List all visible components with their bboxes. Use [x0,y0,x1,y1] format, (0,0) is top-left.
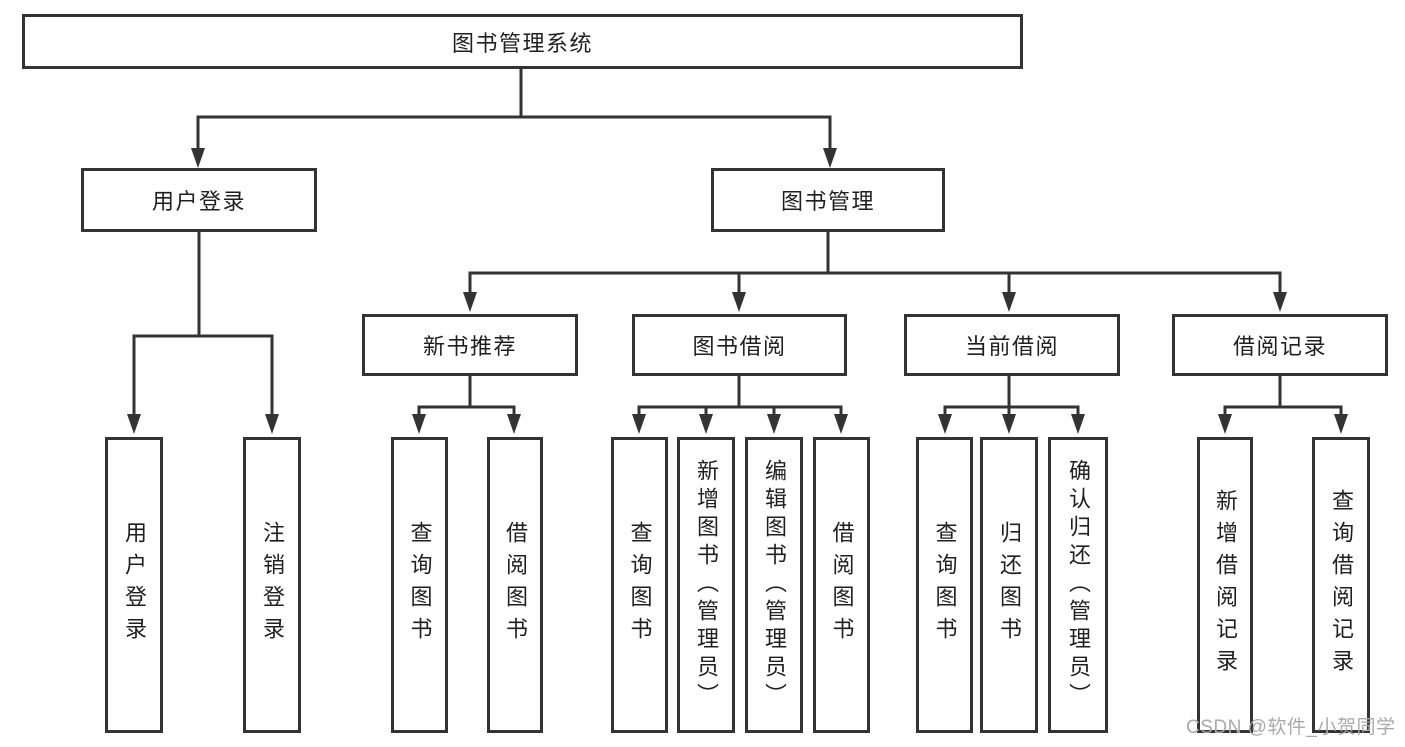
leaf-user-login: 用户登录 [105,437,163,733]
leaf-label: 新增图书（管理员） [694,459,719,711]
node-label: 图书管理 [780,189,875,214]
connector-book-borrow-children [637,374,843,409]
leaf-label: 查询图书 [407,521,433,649]
leaf-add-borrow-record: 新增借阅记录 [1197,437,1253,733]
connector-book-mgmt-sections [468,230,1282,275]
node-new-book-recommend: 新书推荐 [362,314,578,376]
connector-root-to-level2 [196,67,832,119]
leaf-label: 归还图书 [997,521,1022,649]
leaf-label: 用户登录 [122,521,147,649]
node-label: 当前借阅 [964,334,1059,359]
node-label: 用户登录 [151,189,246,214]
leaf-label: 编辑图书（管理员） [762,459,787,711]
leaf-borrow-books-1: 借阅图书 [487,437,543,733]
node-book-management: 图书管理 [711,168,945,232]
connector-new-book-children [417,374,516,409]
leaf-return-books: 归还图书 [980,437,1038,733]
node-label: 图书管理系统 [451,30,593,56]
leaf-label: 查询借阅记录 [1329,489,1354,681]
leaf-query-books-2: 查询图书 [611,437,668,733]
leaf-edit-books-admin: 编辑图书（管理员） [745,437,803,733]
leaf-label: 借阅图书 [503,521,528,649]
leaf-query-books-3: 查询图书 [916,437,973,733]
node-borrow-record: 借阅记录 [1172,314,1388,376]
connector-borrow-record-children [1223,374,1343,409]
node-label: 借阅记录 [1232,334,1327,359]
connector-current-borrow-children [943,374,1080,409]
node-label: 图书借阅 [692,334,787,359]
leaf-label: 查询图书 [932,521,958,649]
leaf-query-books-1: 查询图书 [391,437,448,733]
leaf-logout: 注销登录 [243,437,301,733]
leaf-confirm-return-admin: 确认归还（管理员） [1048,437,1108,733]
leaf-add-books-admin: 新增图书（管理员） [677,437,735,733]
leaf-label: 注销登录 [260,521,285,649]
node-library-system-root: 图书管理系统 [22,14,1023,69]
node-user-login: 用户登录 [81,168,317,232]
leaf-borrow-books-2: 借阅图书 [813,437,870,733]
leaf-label: 查询图书 [627,521,653,649]
leaf-label: 新增借阅记录 [1213,489,1238,681]
node-current-borrow: 当前借阅 [904,314,1120,376]
leaf-label: 确认归还（管理员） [1066,459,1091,711]
leaf-label: 借阅图书 [829,521,855,649]
connector-user-login-children [132,230,274,338]
leaf-query-borrow-record: 查询借阅记录 [1312,437,1370,733]
node-label: 新书推荐 [422,334,517,359]
csdn-watermark: CSDN @软件_小贺同学 [1186,717,1396,738]
node-book-borrow: 图书借阅 [632,314,847,376]
